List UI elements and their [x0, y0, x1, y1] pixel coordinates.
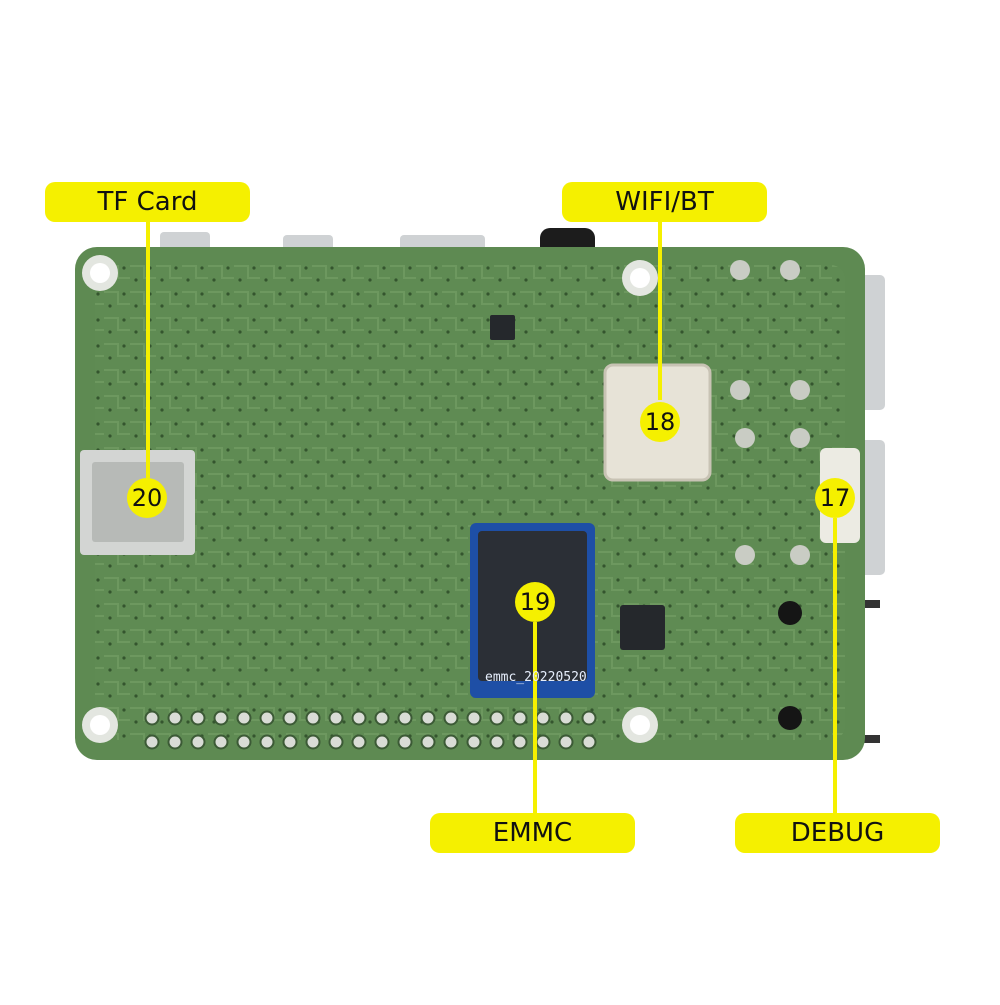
component — [735, 428, 755, 448]
gpio-pin — [305, 734, 321, 750]
gpio-pin — [374, 734, 390, 750]
wifi-bt-label: WIFI/BT — [562, 182, 767, 222]
gpio-pin — [282, 734, 298, 750]
gpio-pin — [190, 710, 206, 726]
pin — [858, 600, 880, 608]
ic-chip — [490, 315, 515, 340]
component — [790, 545, 810, 565]
component — [735, 545, 755, 565]
gpio-pin — [190, 734, 206, 750]
gpio-pin — [512, 710, 528, 726]
gpio-pin — [397, 710, 413, 726]
gpio-pin — [535, 734, 551, 750]
gpio-pin — [443, 710, 459, 726]
gpio-pin — [144, 734, 160, 750]
component — [790, 428, 810, 448]
gpio-pin — [259, 710, 275, 726]
component — [780, 260, 800, 280]
gpio-pin — [351, 734, 367, 750]
component — [790, 380, 810, 400]
mounting-hole-center — [630, 268, 650, 288]
gpio-pin — [489, 710, 505, 726]
mounting-hole-center — [90, 715, 110, 735]
tf-card-number-badge: 20 — [127, 478, 167, 518]
gpio-pin — [466, 734, 482, 750]
gpio-pin — [236, 710, 252, 726]
gpio-pin — [420, 734, 436, 750]
gpio-pin — [282, 710, 298, 726]
gpio-pin — [259, 734, 275, 750]
component — [778, 601, 802, 625]
gpio-pin — [397, 734, 413, 750]
emmc-number-badge: 19 — [515, 582, 555, 622]
emmc-chip-marking: emmc_20220520 — [485, 670, 587, 685]
gpio-pin — [167, 734, 183, 750]
component — [730, 380, 750, 400]
gpio-pin — [420, 710, 436, 726]
gpio-pin — [535, 710, 551, 726]
gpio-pin — [328, 710, 344, 726]
gpio-pin — [558, 710, 574, 726]
debug-number-badge: 17 — [815, 478, 855, 518]
component — [730, 260, 750, 280]
component — [778, 706, 802, 730]
gpio-pin — [581, 734, 597, 750]
gpio-pin — [374, 710, 390, 726]
gpio-pin — [351, 710, 367, 726]
gpio-pin — [305, 710, 321, 726]
mounting-hole-center — [630, 715, 650, 735]
gpio-pin — [213, 710, 229, 726]
emmc-label: EMMC — [430, 813, 635, 853]
gpio-pin — [213, 734, 229, 750]
gpio-pin — [466, 710, 482, 726]
mounting-hole-center — [90, 263, 110, 283]
gpio-pin — [489, 734, 505, 750]
gpio-pin — [443, 734, 459, 750]
gpio-pin — [328, 734, 344, 750]
gpio-header — [144, 710, 597, 750]
tf-card-label: TF Card — [45, 182, 250, 222]
wifi-bt-number-badge: 18 — [640, 402, 680, 442]
gpio-pin — [558, 734, 574, 750]
debug-label: DEBUG — [735, 813, 940, 853]
gpio-pin — [581, 710, 597, 726]
gpio-pin — [167, 710, 183, 726]
gpio-pin — [512, 734, 528, 750]
gpio-pin — [236, 734, 252, 750]
gpio-pin — [144, 710, 160, 726]
ic-chip — [620, 605, 665, 650]
pin — [858, 735, 880, 743]
